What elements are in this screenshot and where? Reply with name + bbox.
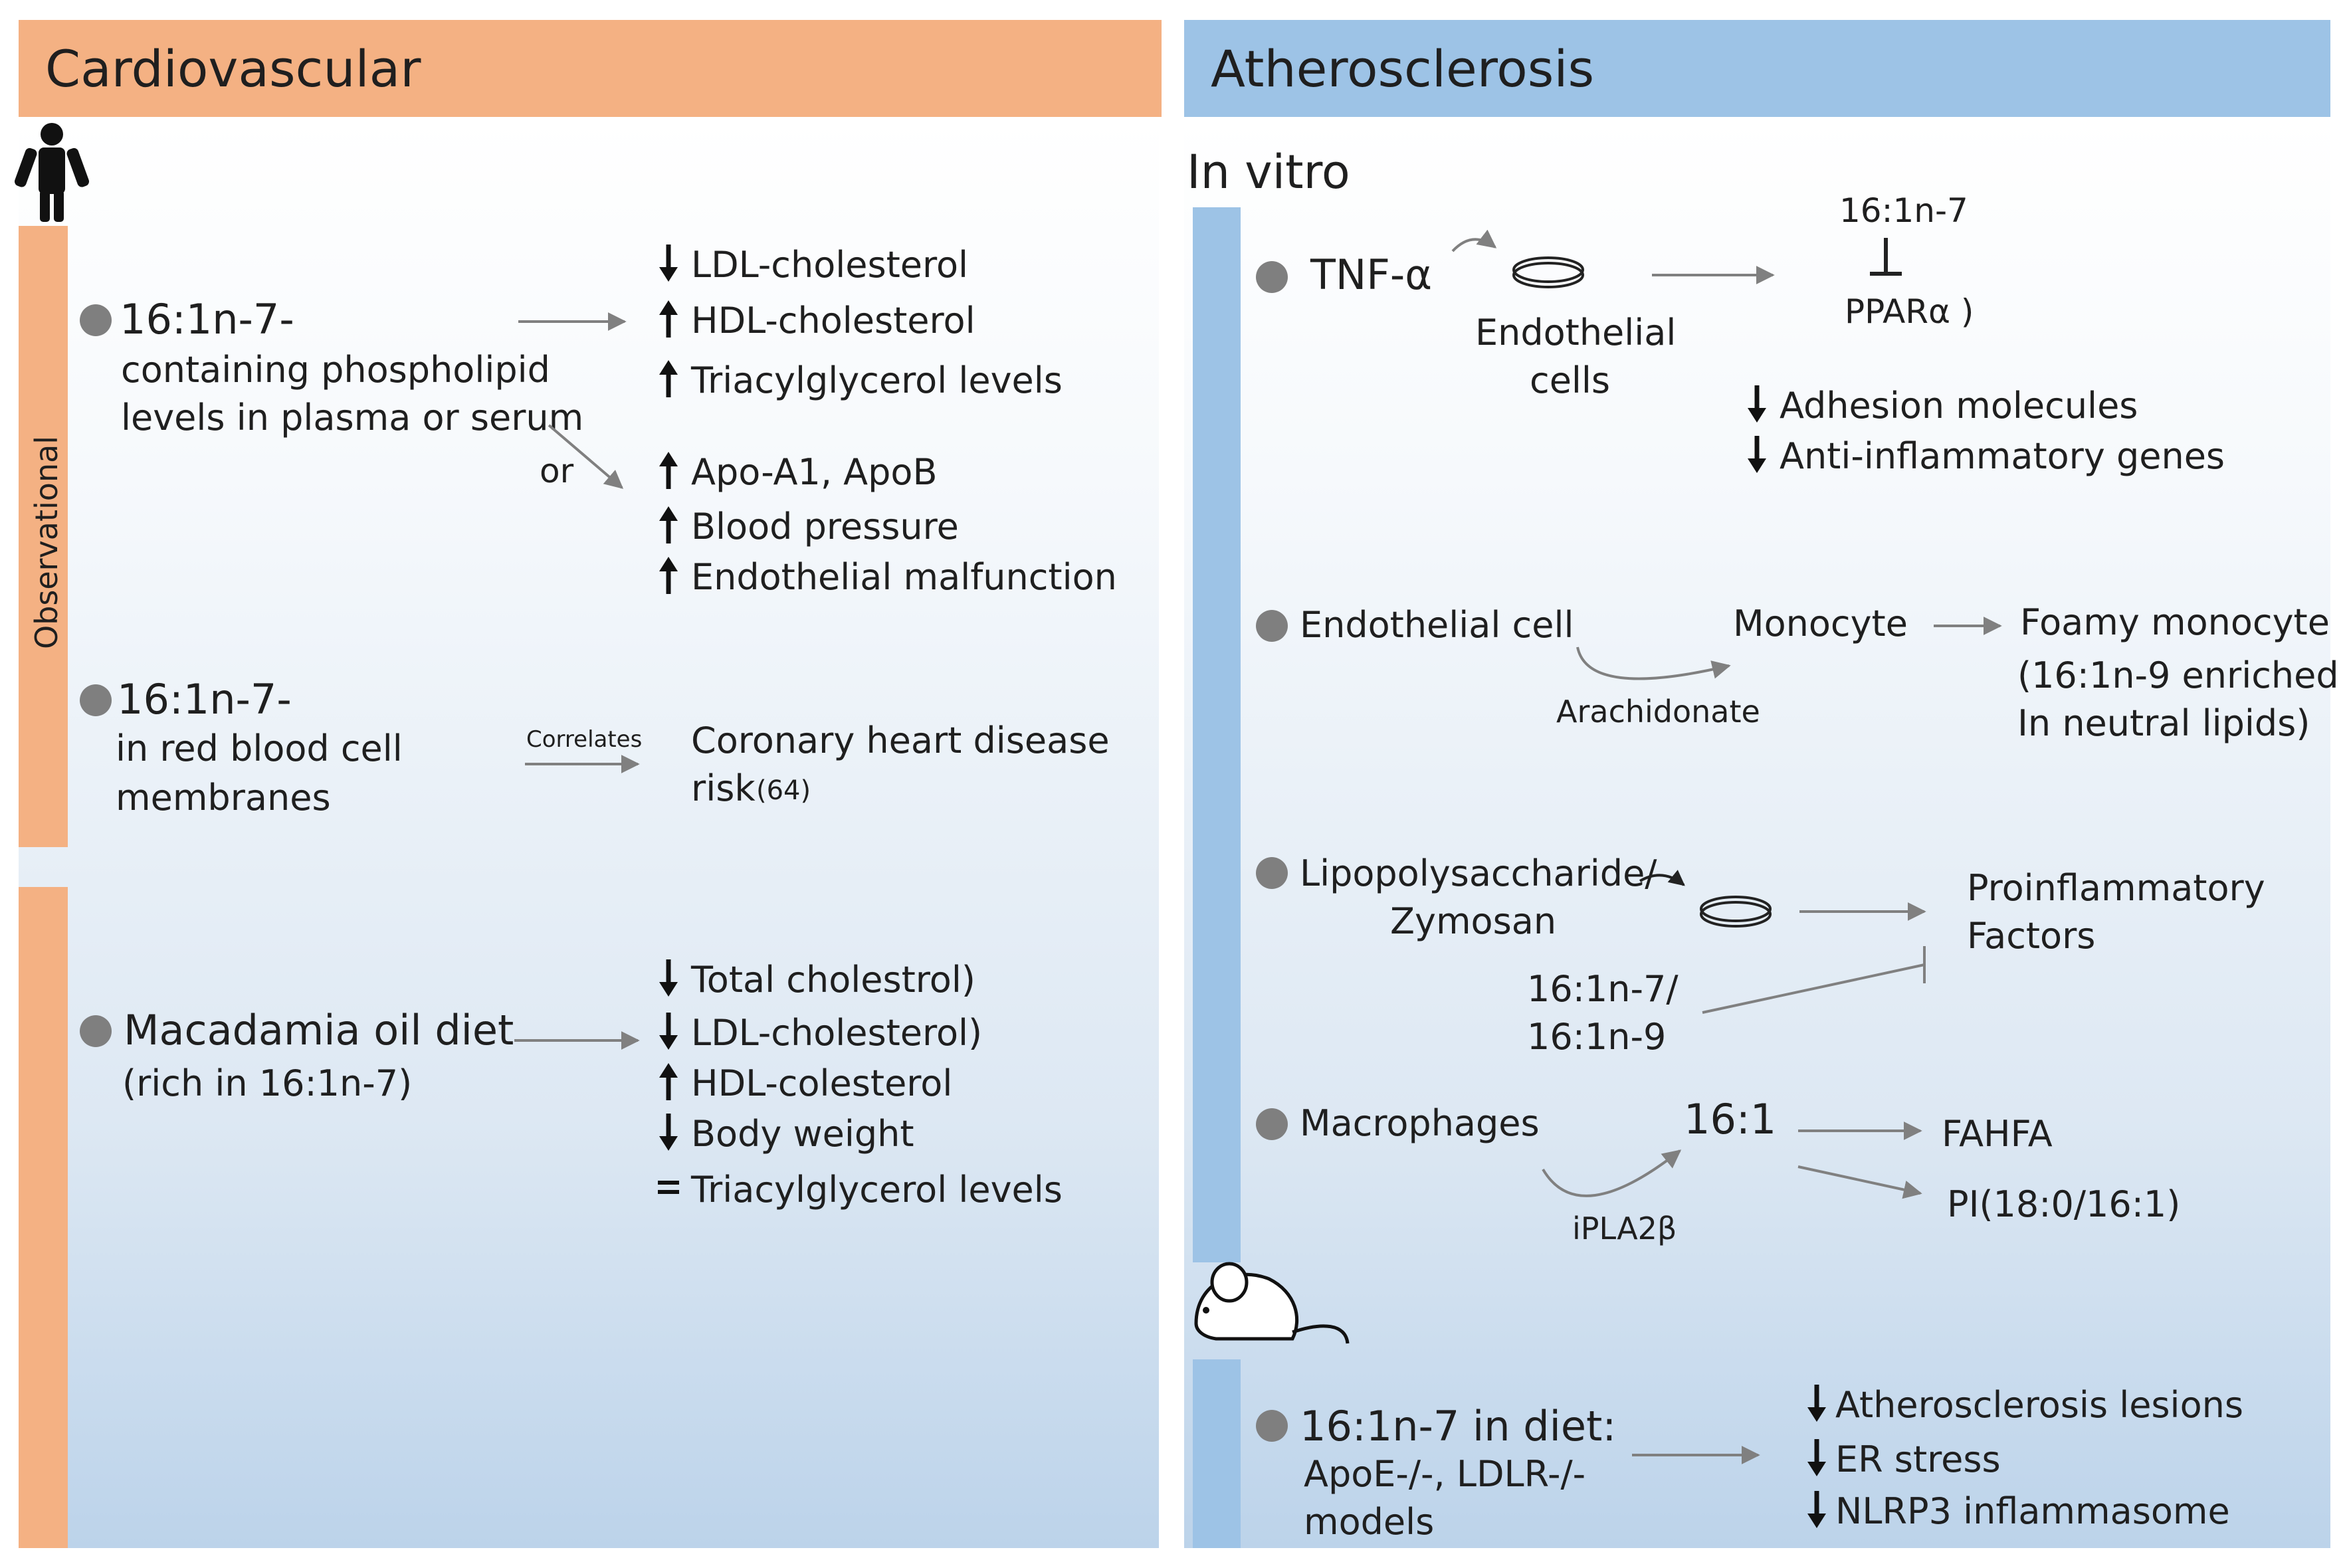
atherosclerosis-title: Atherosclerosis [1211, 39, 1595, 98]
diet-effect-nlrp3: NLRP3 inflammasome [1835, 1490, 2230, 1532]
in-vivo-bar [1193, 1359, 1241, 1548]
rbc-line-1: in red blood cell [116, 728, 403, 769]
endo-label: Endothelial cell [1300, 604, 1574, 646]
bullet-macadamia [80, 1015, 112, 1047]
arachidonate-label: Arachidonate [1556, 694, 1760, 730]
in-vitro-bar [1193, 207, 1241, 1262]
tnf-effect-adhesion: Adhesion molecules [1780, 385, 2138, 427]
atherosclerosis-panel [1184, 118, 2330, 1548]
mac-effect-total: Total cholestrol) [691, 959, 975, 1001]
plasma-line-2: levels in plasma or serum [121, 397, 584, 439]
bullet-rbc [80, 684, 112, 716]
diet-effect-lesions: Atherosclerosis lesions [1835, 1384, 2243, 1426]
proinflam-line-1: Proinflammatory [1967, 867, 2265, 909]
effect-ldl: LDL-cholesterol [691, 244, 969, 286]
cardiovascular-panel [19, 118, 1159, 1548]
macro-16-1: 16:1 [1684, 1095, 1777, 1143]
diet-bar [19, 887, 68, 1548]
fahfa-label: FAHFA [1942, 1113, 2053, 1155]
mac-effect-weight: Body weight [691, 1113, 914, 1155]
rbc-head: 16:1n-7- [117, 675, 292, 724]
ppar-alpha: PPARα ) [1845, 292, 1974, 331]
mac-effect-hdl: HDL-colesterol [691, 1062, 953, 1104]
or-label: or [540, 452, 574, 490]
effect-bp: Blood pressure [691, 506, 959, 547]
tnf-effect-antiinflam: Anti-inflammatory genes [1780, 435, 2225, 477]
rbc-line-2: membranes [116, 777, 331, 819]
lps-inhibitor-2: 16:1n-9 [1527, 1016, 1667, 1058]
ipla2b-label: iPLA2β [1572, 1211, 1677, 1246]
chd-ref: (64) [756, 775, 811, 806]
endothelial-cells-2: cells [1530, 359, 1611, 401]
macro-label: Macrophages [1300, 1102, 1540, 1144]
bullet-macro [1256, 1108, 1288, 1140]
bullet-lps [1256, 857, 1288, 889]
lps-line-1: Lipopolysaccharide/ [1300, 852, 1657, 894]
effect-apo: Apo-A1, ApoB [691, 451, 938, 493]
diet-head: 16:1n-7 in diet: [1300, 1402, 1617, 1450]
diet-line-2: models [1304, 1501, 1435, 1543]
inhibitor-16-1n-7: 16:1n-7 [1839, 191, 1968, 230]
diet-effect-er: ER stress [1835, 1438, 2001, 1480]
cardiovascular-title: Cardiovascular [45, 39, 421, 98]
effect-endothelial: Endothelial malfunction [691, 556, 1117, 598]
endothelial-cells-1: Endothelial [1475, 312, 1677, 353]
cardiovascular-header: Cardiovascular [19, 20, 1162, 117]
correlates-label: Correlates [526, 726, 643, 753]
bullet-plasma [80, 304, 112, 336]
tnf-label: TNF-α [1310, 250, 1433, 299]
proinflam-line-2: Factors [1967, 915, 2096, 957]
lps-inhibitor-1: 16:1n-7/ [1527, 968, 1679, 1010]
in-vitro-label: In vitro [1187, 145, 1350, 199]
foamy-line-3: In neutral lipids) [2017, 702, 2310, 744]
effect-hdl: HDL-cholesterol [691, 300, 975, 342]
bullet-tnf [1256, 261, 1288, 293]
diet-line-1: ApoE-/-, LDLR-/- [1304, 1453, 1586, 1495]
observational-label: Observational [29, 435, 64, 649]
monocyte-label: Monocyte [1733, 603, 1908, 644]
effect-tag: Triacylglycerol levels [691, 359, 1063, 401]
macadamia-sub: (rich in 16:1n-7) [122, 1062, 413, 1104]
chd-line-1: Coronary heart disease [691, 720, 1110, 761]
bullet-diet [1256, 1410, 1288, 1442]
pi-label: PI(18:0/16:1) [1947, 1183, 2181, 1225]
foamy-line-2: (16:1n-9 enriched [2017, 654, 2339, 696]
plasma-line-1: containing phospholipid [121, 349, 550, 391]
mac-effect-tag: Triacylglycerol levels [691, 1169, 1063, 1211]
observational-bar [19, 226, 68, 847]
foamy-line-1: Foamy monocyte [2020, 601, 2330, 643]
chd-line-2: risk [691, 767, 756, 809]
mac-effect-ldl: LDL-cholesterol) [691, 1012, 983, 1054]
bullet-endo [1256, 610, 1288, 642]
macadamia-head: Macadamia oil diet [124, 1006, 514, 1054]
atherosclerosis-header: Atherosclerosis [1184, 20, 2330, 117]
lps-line-2: Zymosan [1390, 900, 1557, 942]
plasma-head: 16:1n-7- [120, 295, 294, 343]
